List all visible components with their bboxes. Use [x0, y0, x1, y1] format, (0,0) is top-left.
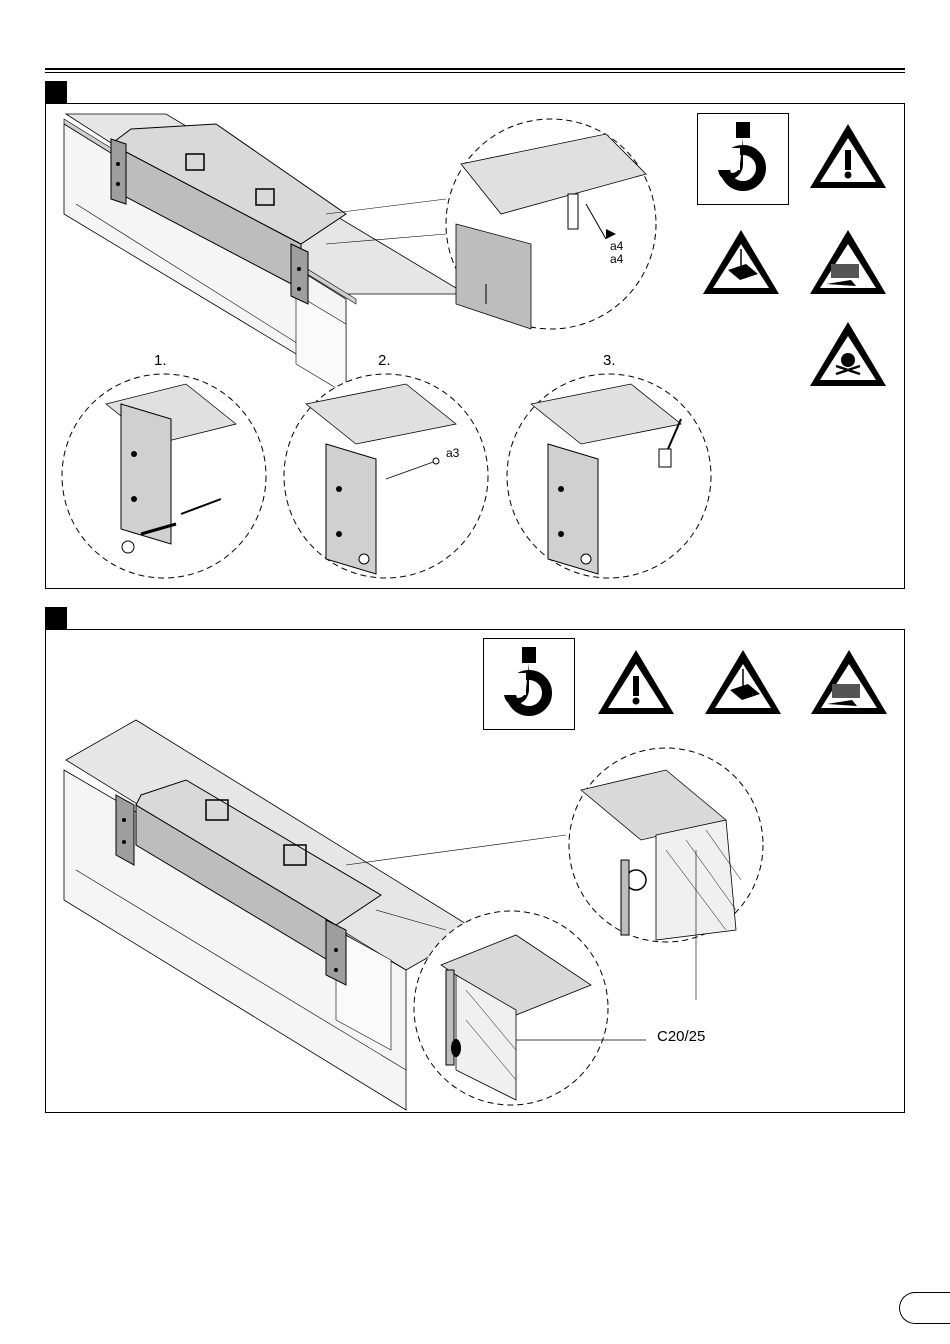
general-warning-icon	[598, 650, 674, 714]
toxic-hazard-warning-icon	[810, 322, 886, 386]
general-warning-icon	[810, 124, 886, 188]
step-1-marker	[45, 81, 67, 103]
step-2-panel: C20/25	[45, 629, 905, 1113]
header-rule-thin	[45, 72, 905, 73]
step-1-panel: a4 a4 a3 1. 2. 3.	[45, 103, 905, 589]
step-2-warning-icons	[46, 630, 906, 1114]
step-1-warning-icons	[46, 104, 906, 590]
step-2-marker	[45, 607, 67, 629]
suspended-load-warning-icon	[703, 230, 779, 294]
page-number-tab	[899, 1292, 950, 1324]
header-rule	[45, 68, 905, 70]
suspended-load-warning-icon	[705, 650, 781, 714]
crushing-hazard-warning-icon	[811, 650, 887, 714]
crushing-hazard-warning-icon	[810, 230, 886, 294]
